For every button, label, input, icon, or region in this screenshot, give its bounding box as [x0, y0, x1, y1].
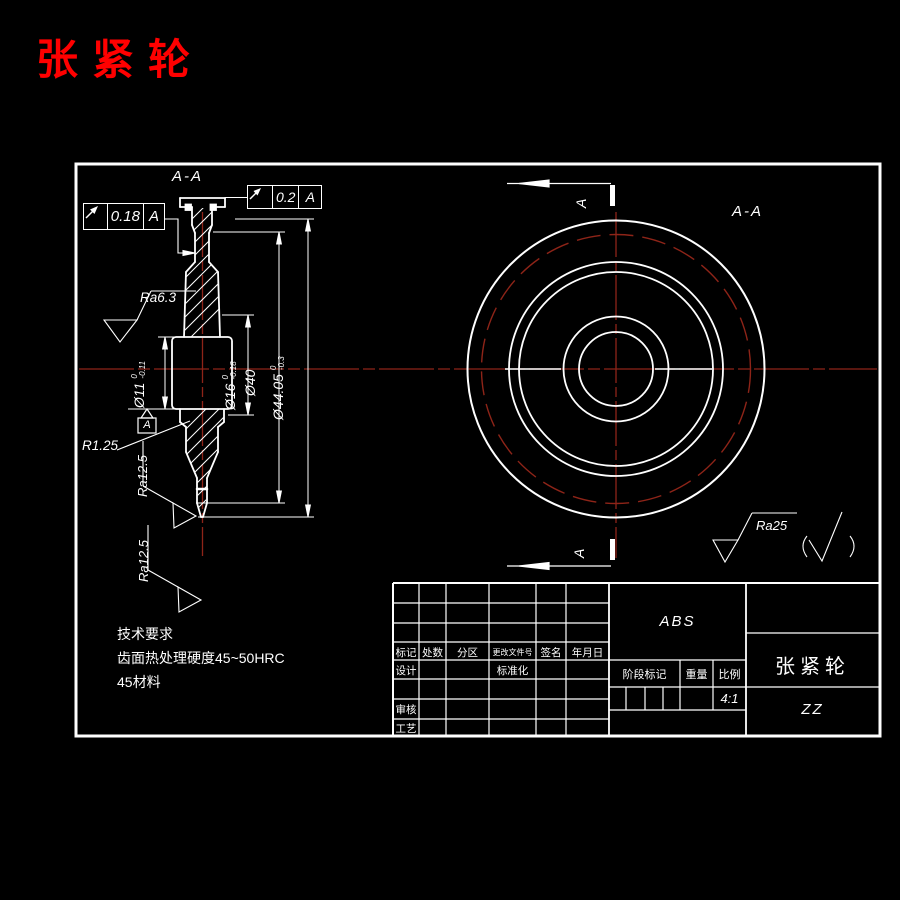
tech-req-title: 技术要求 [117, 626, 173, 642]
titleblock-header-date: 年月日 [571, 647, 604, 659]
titleblock-stage-mark: 阶段标记 [622, 669, 667, 681]
front-view-circles [466, 219, 766, 519]
section-cut-arrows [507, 179, 615, 571]
tech-req-line3: 45材料 [117, 674, 161, 690]
titleblock-header-docno: 更改文件号 [492, 648, 533, 657]
titleblock-grid [392, 582, 879, 736]
roughness-symbol-ra125-upper [142, 441, 198, 529]
radius-note: R1.25 [82, 438, 119, 453]
section-label-left: A-A [172, 168, 204, 185]
datum-triangle [139, 407, 155, 419]
titleblock-header-count: 处数 [422, 647, 443, 659]
dim-label-d40: Ø40 [242, 369, 258, 396]
leader-lines [116, 196, 247, 451]
datum-box [137, 417, 157, 434]
titleblock-header-zone: 分区 [457, 647, 478, 659]
centerlines [79, 212, 877, 558]
roughness-ra125-upper-label: Ra12.5 [134, 455, 150, 497]
titleblock-standardization: 标准化 [496, 665, 529, 677]
tolerance-frame-runout-018: 0.18 A [83, 203, 165, 230]
roughness-ra25-label: Ra25 [756, 518, 788, 533]
titleblock-material: ABS [659, 613, 696, 630]
circular-runout-icon [248, 186, 272, 208]
tolerance-value: 0.18 [106, 204, 143, 229]
cut-arrow-label-bottom: A [571, 548, 587, 558]
dimension-lines [128, 218, 314, 518]
titleblock-design: 设计 [395, 665, 417, 677]
section-label-right: A-A [732, 203, 764, 220]
dim-label-d16: Ø16 0-0.18 [220, 361, 238, 410]
titleblock-header-signature: 签名 [540, 647, 562, 659]
dim-label-d11: Ø11 0-0.11 [129, 360, 147, 408]
roughness-symbol-ra63 [102, 290, 196, 343]
dim-label-d4405: Ø44.05 0-0.3 [268, 356, 286, 420]
tolerance-value: 0.2 [272, 186, 298, 208]
tolerance-frame-runout-02: 0.2 A [247, 185, 322, 209]
roughness-symbol-ra125-lower [147, 525, 203, 613]
titleblock-header-mark: 标记 [395, 647, 417, 659]
tolerance-datum: A [298, 186, 321, 208]
titleblock-audit: 审核 [395, 704, 417, 716]
cut-arrow-label-top: A [573, 198, 589, 208]
titleblock-weight: 重量 [685, 669, 708, 681]
page-title: 张紧轮 [36, 36, 205, 83]
part-outline [171, 197, 233, 518]
titleblock-part-name: 张紧轮 [775, 656, 850, 678]
sheet-border [74, 162, 882, 738]
titleblock-process: 工艺 [395, 723, 417, 735]
roughness-symbol-ra25 [712, 512, 797, 564]
roughness-symbol-other [802, 511, 855, 563]
circular-runout-icon [84, 204, 107, 229]
titleblock-scale-label: 比例 [718, 669, 741, 681]
tech-req-line2: 齿面热处理硬度45~50HRC [117, 650, 285, 666]
roughness-ra63-label: Ra6.3 [140, 290, 177, 305]
hatch-lower [180, 409, 224, 517]
titleblock-part-code: ZZ [801, 701, 824, 718]
titleblock-scale-value: 4:1 [720, 691, 739, 706]
datum-label: A [143, 419, 151, 431]
tolerance-datum: A [143, 204, 164, 229]
roughness-ra125-lower-label: Ra12.5 [135, 540, 151, 582]
